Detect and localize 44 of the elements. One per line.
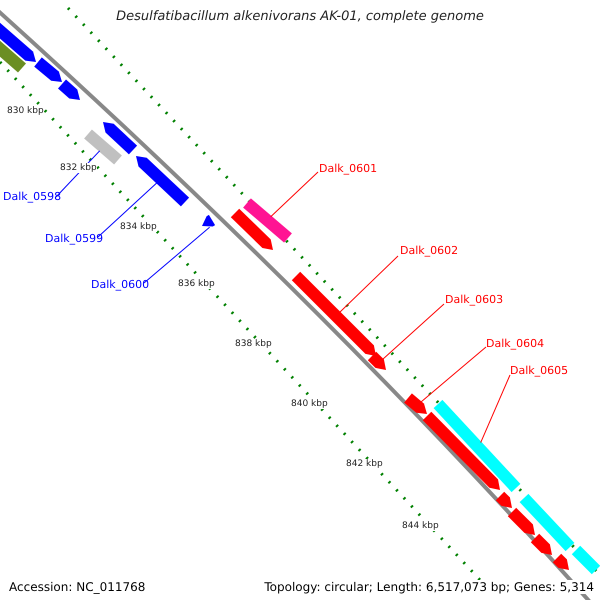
gene-block (434, 400, 520, 492)
gene-block (34, 57, 62, 82)
gene-label: Dalk_0601 (319, 162, 378, 175)
scale-label: 834 kbp (120, 222, 157, 232)
footer-text: Topology: circular; Length: 6,517,073 bp; Genes: 5,314 (264, 580, 594, 594)
leader-line (382, 304, 444, 360)
scale-label: 844 kbp (402, 521, 439, 531)
leader-line (144, 226, 210, 284)
scale-label: 840 kbp (291, 399, 328, 409)
gene-block (243, 198, 292, 243)
scale-label: 832 kbp (60, 163, 97, 173)
gene-block (520, 494, 574, 552)
gene-label: Dalk_0604 (486, 337, 544, 350)
gene-label: Dalk_0602 (400, 244, 458, 257)
gene-block (292, 272, 376, 356)
gene-block (202, 214, 216, 226)
gene-label: Dalk_0599 (45, 232, 104, 245)
gene-label: Dalk_0598 (3, 190, 62, 203)
gene-block (58, 80, 80, 100)
gene-label: Dalk_0603 (445, 293, 504, 306)
gene-block (530, 534, 552, 555)
gene-block (422, 412, 500, 490)
scale-label: 836 kbp (178, 279, 215, 289)
title: Desulfatibacillum alkenivorans AK-01, complete genome (116, 9, 484, 24)
gene-label: Dalk_0605 (510, 364, 568, 377)
scale-label: 830 kbp (7, 106, 44, 116)
scale-label: 838 kbp (235, 339, 272, 349)
gene-block (230, 208, 273, 250)
gene-block (103, 122, 138, 154)
leader-line (98, 182, 158, 238)
footer-text: Accession: NC_011768 (9, 580, 146, 594)
gene-block (136, 156, 190, 206)
leader-line (270, 172, 318, 218)
gene-block (368, 352, 386, 370)
gene-label: Dalk_0600 (91, 278, 150, 291)
scale-label: 842 kbp (346, 459, 383, 469)
gene-block (508, 508, 535, 535)
leader-line (480, 374, 510, 444)
gene-block (552, 554, 569, 570)
gene-block (404, 393, 427, 414)
gene-block (572, 546, 600, 574)
leader-line (420, 346, 486, 403)
leader-line (339, 256, 398, 313)
gene-block (84, 130, 122, 164)
